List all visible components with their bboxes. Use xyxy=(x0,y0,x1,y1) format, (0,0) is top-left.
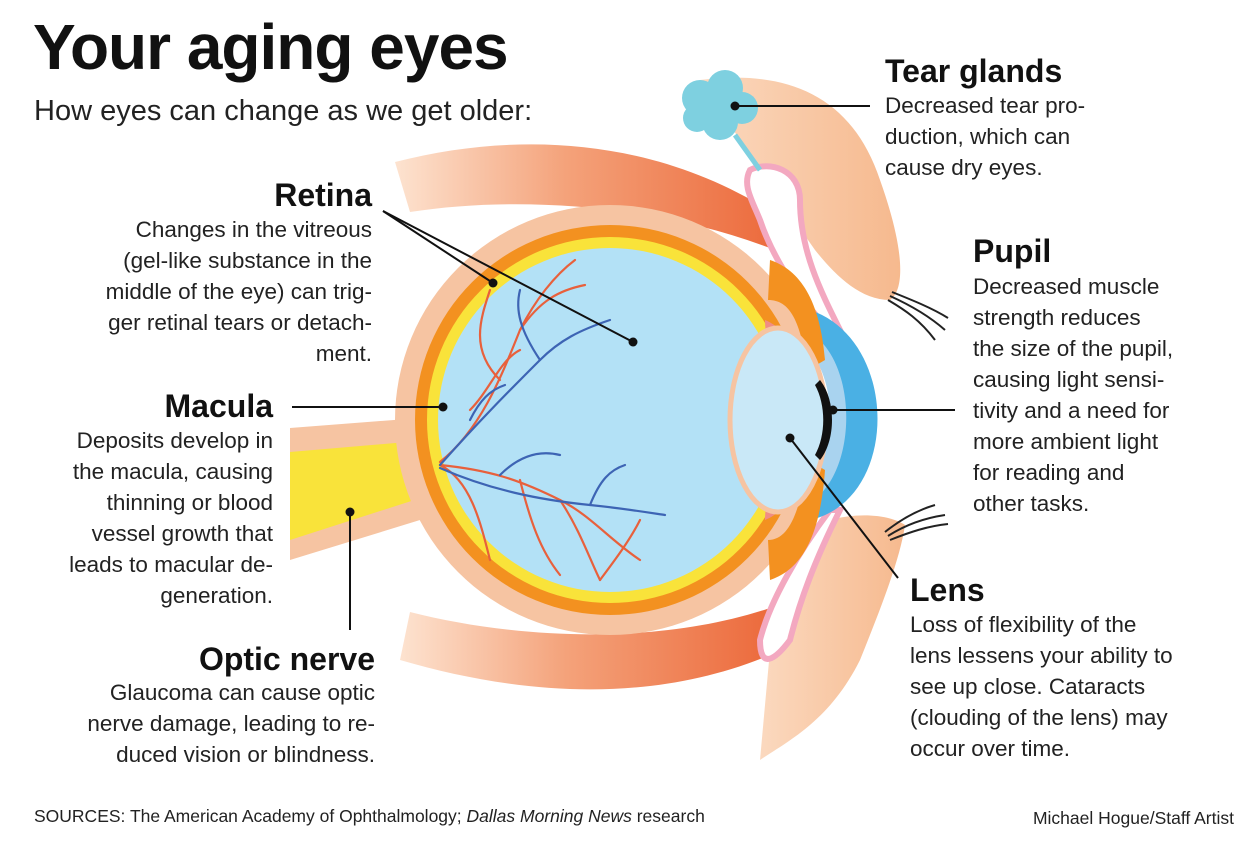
lower-eyelid xyxy=(760,515,905,760)
pupil-heading: Pupil xyxy=(973,233,1052,269)
vitreous-body xyxy=(438,248,782,592)
tear-duct xyxy=(732,133,763,172)
macula-description: Deposits develop in the macula, causing … xyxy=(69,428,273,608)
sources-italic: Dallas Morning News xyxy=(466,806,632,826)
leader-lines xyxy=(292,105,955,630)
page-subtitle: How eyes can change as we get older: xyxy=(34,95,533,127)
upper-eye-muscle xyxy=(395,144,775,250)
sources-prefix: SOURCES: The American Academy of Ophthal… xyxy=(34,806,467,826)
pupil-description: Decreased muscle strength reduces the si… xyxy=(973,274,1174,516)
cornea xyxy=(800,310,878,520)
tear-gland-shape xyxy=(682,70,758,140)
retinal-veins xyxy=(438,288,667,517)
artist-credit: Michael Hogue/Staff Artist xyxy=(1032,808,1234,828)
lower-eye-muscle xyxy=(400,608,770,690)
sources-suffix: research xyxy=(631,806,705,826)
retina-leader-a xyxy=(382,210,494,284)
page-title: Your aging eyes xyxy=(33,11,509,83)
tear-glands-heading: Tear glands xyxy=(885,53,1063,89)
lens-leader xyxy=(789,437,899,579)
lens-description: Loss of flexibility of the lens lessens … xyxy=(910,612,1173,761)
lens-heading: Lens xyxy=(910,572,985,608)
lower-eyelashes xyxy=(884,504,949,541)
leader-dots xyxy=(345,101,838,517)
upper-iris xyxy=(768,260,825,370)
retina-heading: Retina xyxy=(274,177,372,213)
optic-nerve-description: Glaucoma can cause optic nerve damage, l… xyxy=(87,680,375,767)
macula-heading: Macula xyxy=(164,388,273,424)
sources-line: SOURCES: The American Academy of Ophthal… xyxy=(34,806,705,827)
lens-shape xyxy=(727,325,829,515)
retina-leader-b xyxy=(382,210,634,343)
optic-nerve-heading: Optic nerve xyxy=(198,641,375,677)
tear-glands-description: Decreased tear pro- duction, which can c… xyxy=(885,93,1086,180)
retina-description: Changes in the vitreous (gel-like substa… xyxy=(105,217,372,366)
aqueous-chamber xyxy=(800,330,847,505)
upper-eyelashes xyxy=(887,291,949,341)
pupil-opening xyxy=(815,380,832,460)
